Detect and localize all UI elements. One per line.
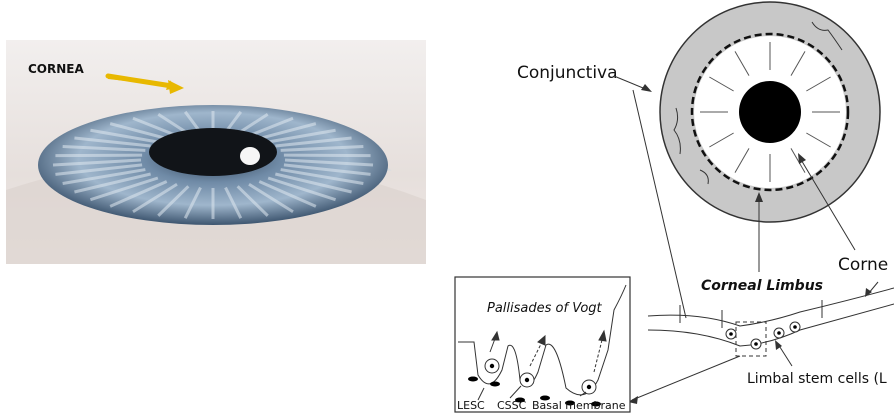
stem-cell-dots (726, 322, 800, 349)
vessel-squiggle (674, 108, 680, 154)
cornea-ray (806, 77, 830, 91)
cornea-disc (694, 36, 846, 188)
pallisades-label: Pallisades of Vogt (487, 301, 603, 316)
cssc-label: CSSC (497, 399, 527, 412)
inset-arrows (478, 331, 606, 400)
limbus-dashed-circle (692, 34, 848, 190)
cornea-ray (735, 148, 749, 172)
cornea-ray (709, 133, 733, 147)
vogt-crypt-outline (458, 285, 626, 395)
inset-cells (468, 359, 601, 407)
limbus-zoom-box (736, 322, 766, 356)
cornea-photo-label: CORNEA (28, 62, 84, 76)
vessel-squiggle (700, 170, 708, 184)
cornea-ray (791, 51, 805, 75)
limbal-stem-cells-label: Limbal stem cells (L (747, 371, 887, 387)
pallisades-inset (455, 277, 630, 412)
vessel-squiggle (812, 22, 842, 50)
conjunctiva-ring (660, 2, 880, 222)
cornea-cut-label: Corne (838, 255, 888, 275)
basal-membrane-label: Basal membrane (532, 399, 626, 412)
cornea-ray (791, 148, 805, 172)
cornea-ray (709, 77, 733, 91)
cornea-rays (700, 42, 840, 182)
eye-photo: CORNEA (0, 0, 440, 270)
pupil-highlight (240, 147, 260, 165)
cornea-ray (735, 51, 749, 75)
cornea-ray (806, 133, 830, 147)
tissue-layer-bottom (648, 304, 894, 346)
pupil-diagram (739, 81, 801, 143)
lesc-label: LESC (457, 399, 485, 412)
conjunctiva-label: Conjunctiva (517, 63, 618, 83)
corneal-limbus-label: Corneal Limbus (701, 278, 823, 294)
tissue-layer-top (648, 288, 894, 326)
